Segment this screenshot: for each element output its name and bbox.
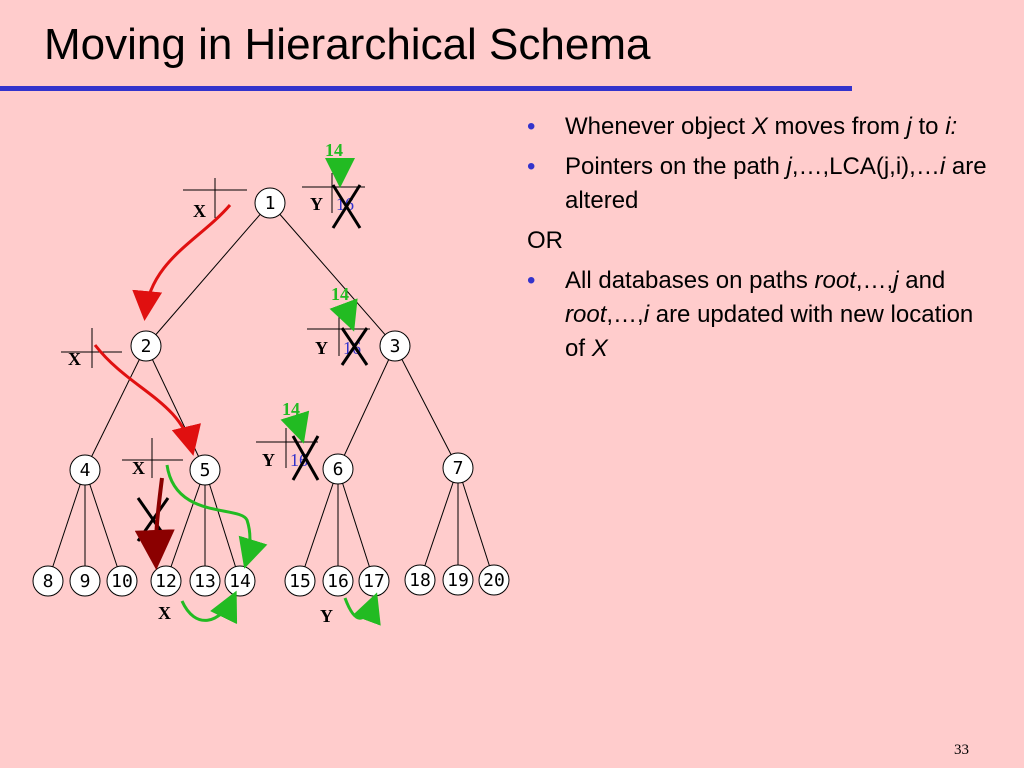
label-y: Y: [310, 194, 323, 214]
new-value-14: 14: [331, 284, 349, 304]
dark-red-arrow: [134, 477, 175, 570]
tree-node: 13: [189, 565, 221, 597]
tree-node: 4: [69, 454, 101, 486]
svg-text:17: 17: [363, 571, 385, 592]
tree-node: 6: [322, 453, 354, 485]
label-x: X: [68, 349, 81, 369]
tree-node: 9: [69, 565, 101, 597]
label-y: Y: [262, 450, 275, 470]
label-x: X: [132, 458, 145, 478]
tree-node: 17: [358, 565, 390, 597]
new-value-14: 14: [325, 140, 343, 160]
svg-text:4: 4: [80, 460, 91, 481]
tree-node: 20: [478, 564, 510, 596]
old-values: 16 16 16: [290, 194, 361, 470]
bullet-list: • Whenever object X moves from j to i: •…: [527, 110, 997, 372]
bullet-text-1: Whenever object X moves from j to i:: [565, 113, 958, 140]
page-number: 33: [954, 742, 969, 758]
svg-text:3: 3: [390, 336, 401, 357]
svg-text:18: 18: [409, 570, 431, 591]
bullet-item-3: • All databases on paths root,…,j and ro…: [527, 264, 997, 366]
new-value-14: 14: [282, 399, 300, 419]
tree-node: 3: [379, 330, 411, 362]
svg-text:20: 20: [483, 570, 505, 591]
tree-node: 19: [442, 564, 474, 596]
cross-marks: [136, 184, 369, 542]
tree-node: 2: [130, 330, 162, 362]
bullet-text-3: All databases on paths root,…,j and root…: [565, 267, 974, 362]
svg-text:16: 16: [327, 571, 349, 592]
svg-text:1: 1: [265, 193, 276, 214]
red-arrows: [93, 204, 232, 456]
bullet-dot: •: [527, 113, 536, 140]
tree-node: 7: [442, 452, 474, 484]
tree-node: 10: [106, 565, 138, 597]
svg-text:10: 10: [111, 571, 133, 592]
svg-text:5: 5: [200, 460, 211, 481]
label-y: Y: [320, 606, 333, 626]
tree-node: 16: [322, 565, 354, 597]
svg-text:8: 8: [43, 571, 54, 592]
bullet-text-2: Pointers on the path j,…,LCA(j,i),…i are…: [565, 153, 987, 214]
label-x: X: [158, 603, 171, 623]
green-arrows: [165, 158, 381, 626]
slide-title: Moving in Hierarchical Schema: [44, 20, 651, 69]
tree-node: 15: [284, 565, 316, 597]
bullet-dot: •: [527, 153, 536, 180]
title-underline: [0, 86, 852, 91]
svg-text:9: 9: [80, 571, 91, 592]
svg-text:7: 7: [453, 458, 464, 479]
svg-text:19: 19: [447, 570, 469, 591]
tree-node: 14: [224, 565, 256, 597]
svg-text:12: 12: [155, 571, 177, 592]
svg-text:13: 13: [194, 571, 216, 592]
tree-node: 5: [189, 454, 221, 486]
svg-text:6: 6: [333, 459, 344, 480]
label-x: X: [193, 201, 206, 221]
tree-node: 8: [32, 565, 64, 597]
svg-text:15: 15: [289, 571, 311, 592]
pointer-labels: X Y X Y X Y X Y: [68, 194, 333, 626]
tree-node: 1: [254, 187, 286, 219]
tree-nodes: 1 2 3 4 5 6 7 8 9 10 12 13 14 15 16 17 1…: [32, 187, 510, 597]
tree-node: 12: [150, 565, 182, 597]
or-text: OR: [527, 227, 563, 254]
bullet-item-2: • Pointers on the path j,…,LCA(j,i),…i a…: [527, 150, 997, 218]
bullet-item-1: • Whenever object X moves from j to i:: [527, 110, 997, 144]
label-y: Y: [315, 338, 328, 358]
tree-edges: [47, 202, 495, 582]
svg-text:14: 14: [229, 571, 251, 592]
tree-node: 18: [404, 564, 436, 596]
bullet-dot: •: [527, 267, 536, 294]
svg-text:2: 2: [141, 336, 152, 357]
